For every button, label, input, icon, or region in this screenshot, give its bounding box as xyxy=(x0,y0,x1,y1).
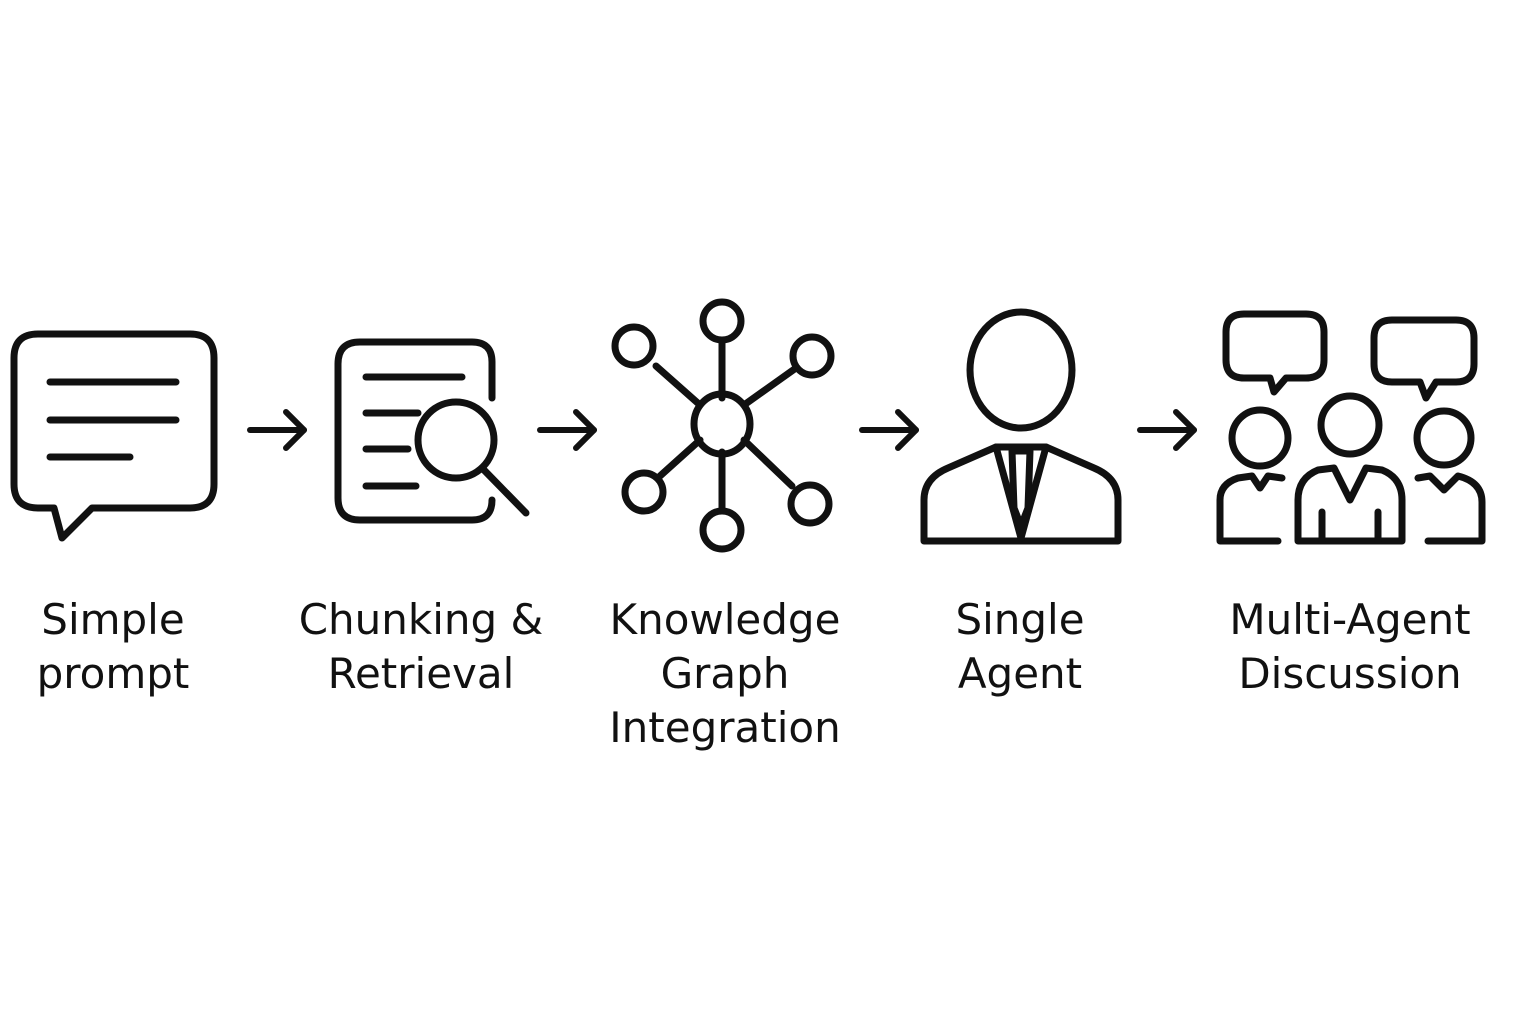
step-label-line: Agent xyxy=(957,649,1083,698)
step-label-line: Multi-Agent xyxy=(1229,595,1471,644)
step-label-line: Retrieval xyxy=(327,649,515,698)
arrow-right-icon xyxy=(537,409,597,451)
person-agent-icon xyxy=(920,308,1122,545)
document-search-icon xyxy=(334,338,530,524)
chat-bubble-icon xyxy=(10,330,218,542)
step-label-line: Knowledge xyxy=(609,595,841,644)
arrow-right-icon xyxy=(859,409,919,451)
step-label-line: Single xyxy=(955,595,1085,644)
step-label-line: Simple xyxy=(41,595,185,644)
step-label-line: Discussion xyxy=(1238,649,1462,698)
group-discussion-icon xyxy=(1216,310,1486,545)
step-label-line: Graph xyxy=(660,649,790,698)
arrow-right-icon xyxy=(247,409,307,451)
step-label-line: Integration xyxy=(609,703,841,752)
step-label-knowledge-graph: Knowledge Graph Integration xyxy=(590,593,860,755)
arrow-right-icon xyxy=(1137,409,1197,451)
step-label-line: prompt xyxy=(36,649,190,698)
step-label-simple-prompt: Simple prompt xyxy=(0,593,226,701)
network-graph-icon xyxy=(611,298,835,553)
step-label-single-agent: Single Agent xyxy=(900,593,1140,701)
step-label-chunking-retrieval: Chunking & Retrieval xyxy=(280,593,562,701)
step-label-line: Chunking & xyxy=(298,595,544,644)
step-label-multi-agent: Multi-Agent Discussion xyxy=(1200,593,1500,701)
